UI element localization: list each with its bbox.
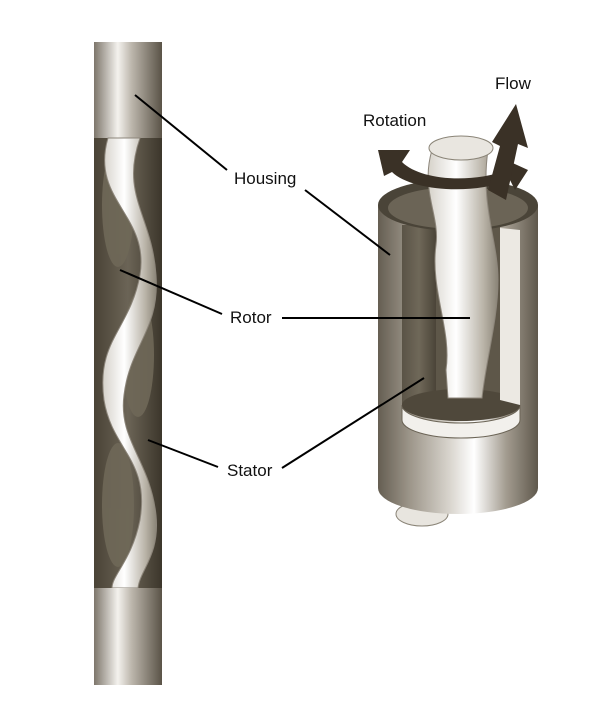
stator-label: Stator xyxy=(227,461,273,480)
housing-leader-left xyxy=(134,94,228,171)
flow-arrow-icon xyxy=(488,104,528,200)
stator-leader-left xyxy=(147,439,219,468)
cutaway-rotor xyxy=(427,149,499,399)
stator-leader-right xyxy=(281,377,425,469)
rotation-label: Rotation xyxy=(363,111,426,130)
top-housing-tube xyxy=(94,42,162,138)
inner-stator-wall xyxy=(402,225,436,405)
leader-lines xyxy=(119,94,470,469)
rotor-top-face xyxy=(428,135,494,161)
rotor-label: Rotor xyxy=(230,308,272,327)
flow-label: Flow xyxy=(495,74,532,93)
rotor-leader-left xyxy=(119,269,223,315)
cutaway-view xyxy=(378,104,538,527)
housing-leader-right xyxy=(304,189,391,256)
pump-cross-section xyxy=(94,42,162,685)
inner-floor xyxy=(401,404,521,439)
bottom-housing-tube xyxy=(94,588,162,685)
housing-label: Housing xyxy=(234,169,296,188)
rotation-arrow-icon xyxy=(378,150,528,190)
